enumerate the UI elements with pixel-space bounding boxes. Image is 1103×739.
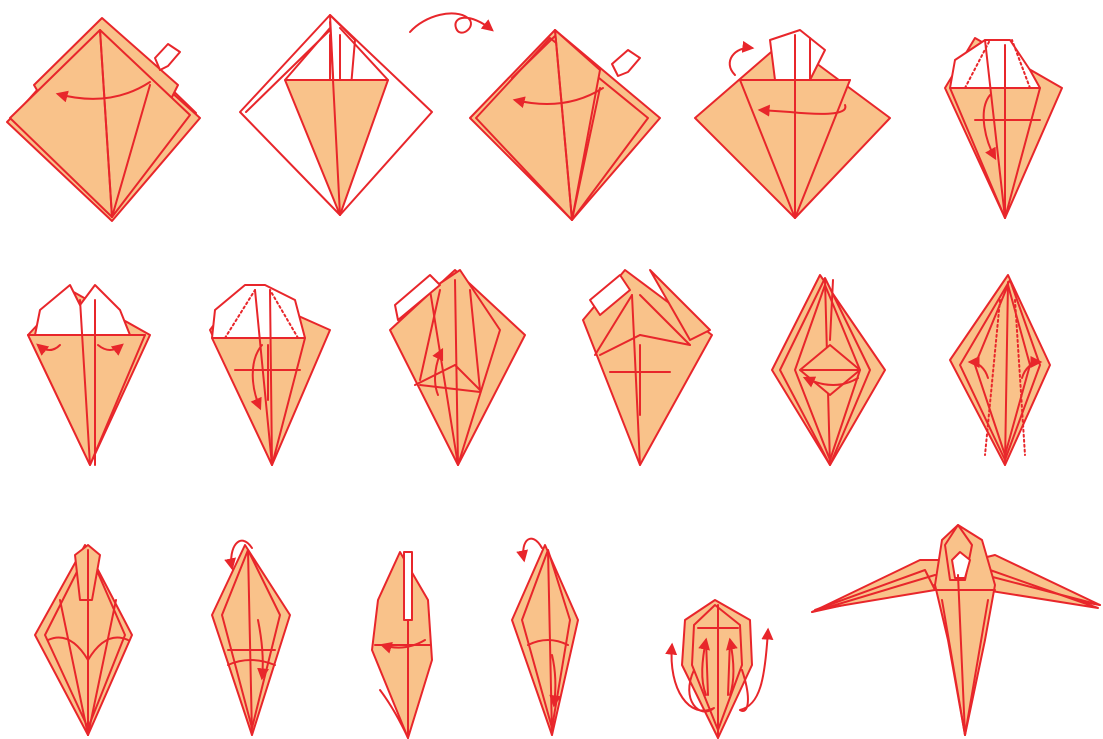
step-1 bbox=[7, 18, 200, 221]
step-16 bbox=[672, 600, 768, 738]
step-15 bbox=[512, 539, 578, 735]
step-8 bbox=[390, 270, 525, 465]
push-arrow-icon bbox=[155, 44, 180, 70]
step-6 bbox=[28, 285, 150, 465]
step-13 bbox=[212, 541, 290, 735]
step-17-final bbox=[812, 525, 1100, 735]
step-7 bbox=[210, 285, 330, 465]
step-12 bbox=[35, 545, 132, 735]
step-11 bbox=[950, 275, 1050, 465]
step-2 bbox=[240, 15, 432, 215]
step-9 bbox=[583, 270, 712, 465]
step-10 bbox=[772, 275, 885, 465]
turn-over-icon bbox=[410, 13, 492, 32]
push-arrow-icon bbox=[612, 50, 640, 76]
step-5 bbox=[945, 38, 1062, 218]
step-14 bbox=[372, 552, 432, 738]
step-3 bbox=[470, 30, 660, 220]
step-4 bbox=[695, 30, 890, 218]
